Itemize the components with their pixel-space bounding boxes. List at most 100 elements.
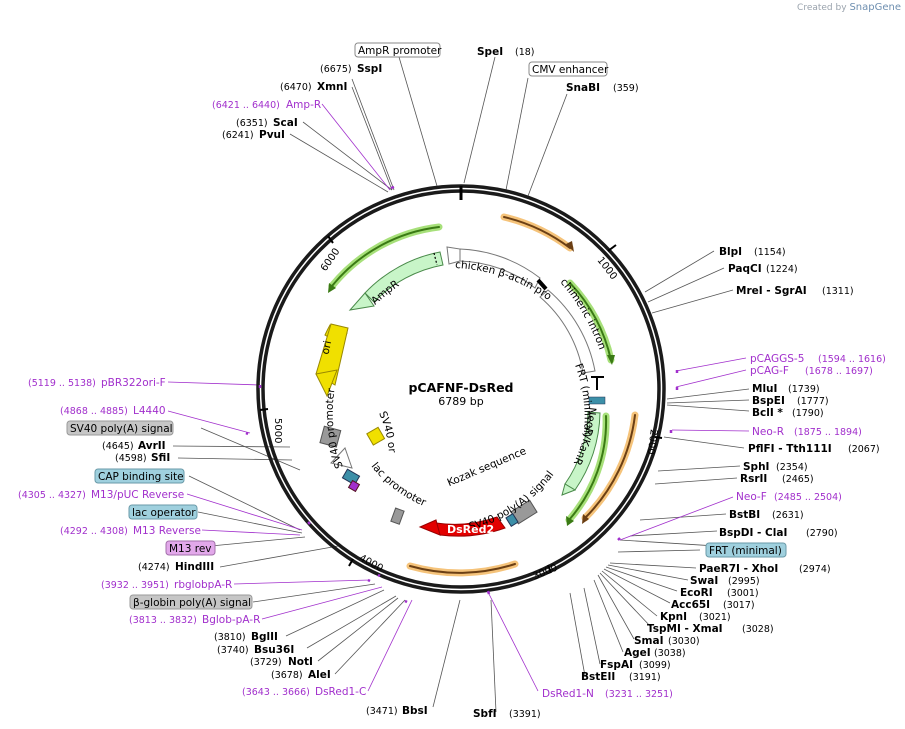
enzyme-26-name: NotI xyxy=(288,656,313,668)
primer-3-pos: (2485 .. 2504) xyxy=(774,492,842,503)
enzyme-6-name: BspEI xyxy=(752,395,785,407)
enzyme-7-pos: (1790) xyxy=(792,408,824,419)
chimeric-intron-shape xyxy=(539,289,596,374)
enzyme-8-name: PflFI - Tth111I xyxy=(748,443,832,455)
tick-mark-4000 xyxy=(348,558,354,567)
boxed-ampr-promoter-text: AmpR promoter xyxy=(358,45,442,57)
chicken-actin-arrowhead xyxy=(446,246,461,265)
enzyme-32-name: PvuI xyxy=(259,129,285,141)
enzyme-11-name: BstBI xyxy=(729,509,760,521)
enzyme-5-pos: (1739) xyxy=(788,384,820,395)
enzyme-33-pos: (6351) xyxy=(236,118,268,129)
snapgene-logo-text: SnapGene xyxy=(849,2,901,13)
enzyme-2-name: BlpI xyxy=(719,246,742,258)
sv40-ori-box xyxy=(366,426,386,446)
enzyme-2-pos: (1154) xyxy=(754,247,786,258)
enzyme-22-name: BstEII xyxy=(581,671,615,683)
neor-arrowhead xyxy=(561,483,577,496)
enzyme-18-name: TspMI - XmaI xyxy=(647,623,723,635)
primer-9-name: M13/pUC Reverse xyxy=(91,489,184,501)
boxed-m13-rev xyxy=(165,540,216,556)
primer-12-pos: (6421 .. 6440) xyxy=(212,100,280,111)
enzyme-3-pos: (1224) xyxy=(766,264,798,275)
boxed-cap-binding-site xyxy=(94,468,185,484)
enzyme-14-name: SwaI xyxy=(690,575,718,587)
primer-5-pos: (3643 .. 3666) xyxy=(242,687,310,698)
enzyme-33-name: ScaI xyxy=(273,117,298,129)
enzyme-35-pos: (6675) xyxy=(320,64,352,75)
enzyme-0-pos: (18) xyxy=(515,47,535,58)
snapgene-branding: Created by SnapGene xyxy=(797,2,901,13)
enzyme-29-pos: (4274) xyxy=(138,562,170,573)
primer-1-name: pCAG-F xyxy=(750,365,789,377)
cap-lac-box xyxy=(341,468,361,486)
enzyme-21-name: FspAI xyxy=(600,659,633,671)
boxed-cmv-enhancer-text: CMV enhancer xyxy=(532,64,609,76)
primer-6-name: Bglob-pA-R xyxy=(202,614,260,626)
primer-leader-lines xyxy=(167,103,750,692)
enzyme-11-pos: (2631) xyxy=(772,510,804,521)
tick-2000: 2000 xyxy=(645,429,659,456)
ampr-shape xyxy=(364,251,444,303)
boxed-ampr-promoter xyxy=(354,42,441,58)
enzyme-15-pos: (3001) xyxy=(727,588,759,599)
boxed-lac-operator xyxy=(128,504,198,520)
enzyme-26-pos: (3729) xyxy=(250,657,282,668)
orf-arcs xyxy=(406,213,639,577)
tick-mark-2000 xyxy=(654,436,663,439)
dsred2-arrowhead xyxy=(418,519,441,536)
enzyme-13-pos: (2974) xyxy=(799,564,831,575)
enzyme-30-pos: (4598) xyxy=(115,453,147,464)
enzyme-15-name: EcoRI xyxy=(680,587,713,599)
enzyme-25-pos: (3678) xyxy=(271,670,303,681)
boxed-m13-rev-text: M13 rev xyxy=(169,543,212,555)
boxed-feature-labels: AmpR promoter CMV enhancer FRT (minimal)… xyxy=(66,42,787,610)
enzyme-31-pos: (4645) xyxy=(102,441,134,452)
enzyme-24-name: BbsI xyxy=(402,705,428,717)
primer-4-name: DsRed1-N xyxy=(542,688,594,700)
primer-7-pos: (3932 .. 3951) xyxy=(101,580,169,591)
ori-arrowhead xyxy=(315,369,338,398)
enzyme-23-name: SbfI xyxy=(473,708,497,720)
primer-2-pos: (1875 .. 1894) xyxy=(794,427,862,438)
enzyme-18-pos: (3028) xyxy=(742,624,774,635)
enzyme-20-name: AgeI xyxy=(624,647,651,659)
primer-10-pos: (4868 .. 4885) xyxy=(60,406,128,417)
boxed-sv40-polya-text: SV40 poly(A) signal xyxy=(70,423,173,435)
enzyme-27-pos: (3740) xyxy=(217,645,249,656)
primer-8-pos: (4292 .. 4308) xyxy=(60,526,128,537)
enzyme-16-pos: (3017) xyxy=(723,600,755,611)
primer-11-pos: (5119 .. 5138) xyxy=(28,378,96,389)
enzyme-13-name: PaeR7I - XhoI xyxy=(699,563,778,575)
enzyme-12-name: BspDI - ClaI xyxy=(719,527,787,539)
boxed-frt-minimal-text: FRT (minimal) xyxy=(709,545,782,557)
enzyme-17-name: KpnI xyxy=(660,611,687,623)
small-blue-box xyxy=(505,512,519,528)
feature-shapes xyxy=(315,246,606,537)
lac-promoter-box xyxy=(390,507,405,525)
enzyme-8-pos: (2067) xyxy=(848,444,880,455)
enzyme-4-name: MreI - SgrAI xyxy=(736,285,807,297)
ampr-arrowhead xyxy=(348,292,375,311)
enzyme-19-name: SmaI xyxy=(634,635,664,647)
primer-4-pos: (3231 .. 3251) xyxy=(605,689,673,700)
tick-mark-1000 xyxy=(607,244,617,252)
primer-9-pos: (4305 .. 4327) xyxy=(18,490,86,501)
boxed-cmv-enhancer xyxy=(528,61,608,77)
sv40-promoter-arrow xyxy=(330,447,353,469)
primer-8-name: M13 Reverse xyxy=(133,525,201,537)
chicken-actin-promoter-shape xyxy=(459,248,541,289)
boxed-lac-operator-text: lac operator xyxy=(132,507,196,519)
plasmid-name: pCAFNF-DsRed xyxy=(408,380,513,395)
enzyme-34-name: XmnI xyxy=(317,81,347,93)
boxed-beta-globin-polya xyxy=(129,594,253,610)
tick-mark-3000 xyxy=(547,564,552,574)
plasmid-length: 6789 bp xyxy=(438,395,483,408)
feature-lac-promoter-label: lac promoter xyxy=(369,460,429,509)
boxed-frt-minimal xyxy=(705,542,787,558)
tick-mark-6000 xyxy=(327,235,334,244)
primer-5-name: DsRed1-C xyxy=(315,686,366,698)
sv40-promoter-box xyxy=(319,425,342,448)
feature-ori-label: ori xyxy=(320,340,335,356)
